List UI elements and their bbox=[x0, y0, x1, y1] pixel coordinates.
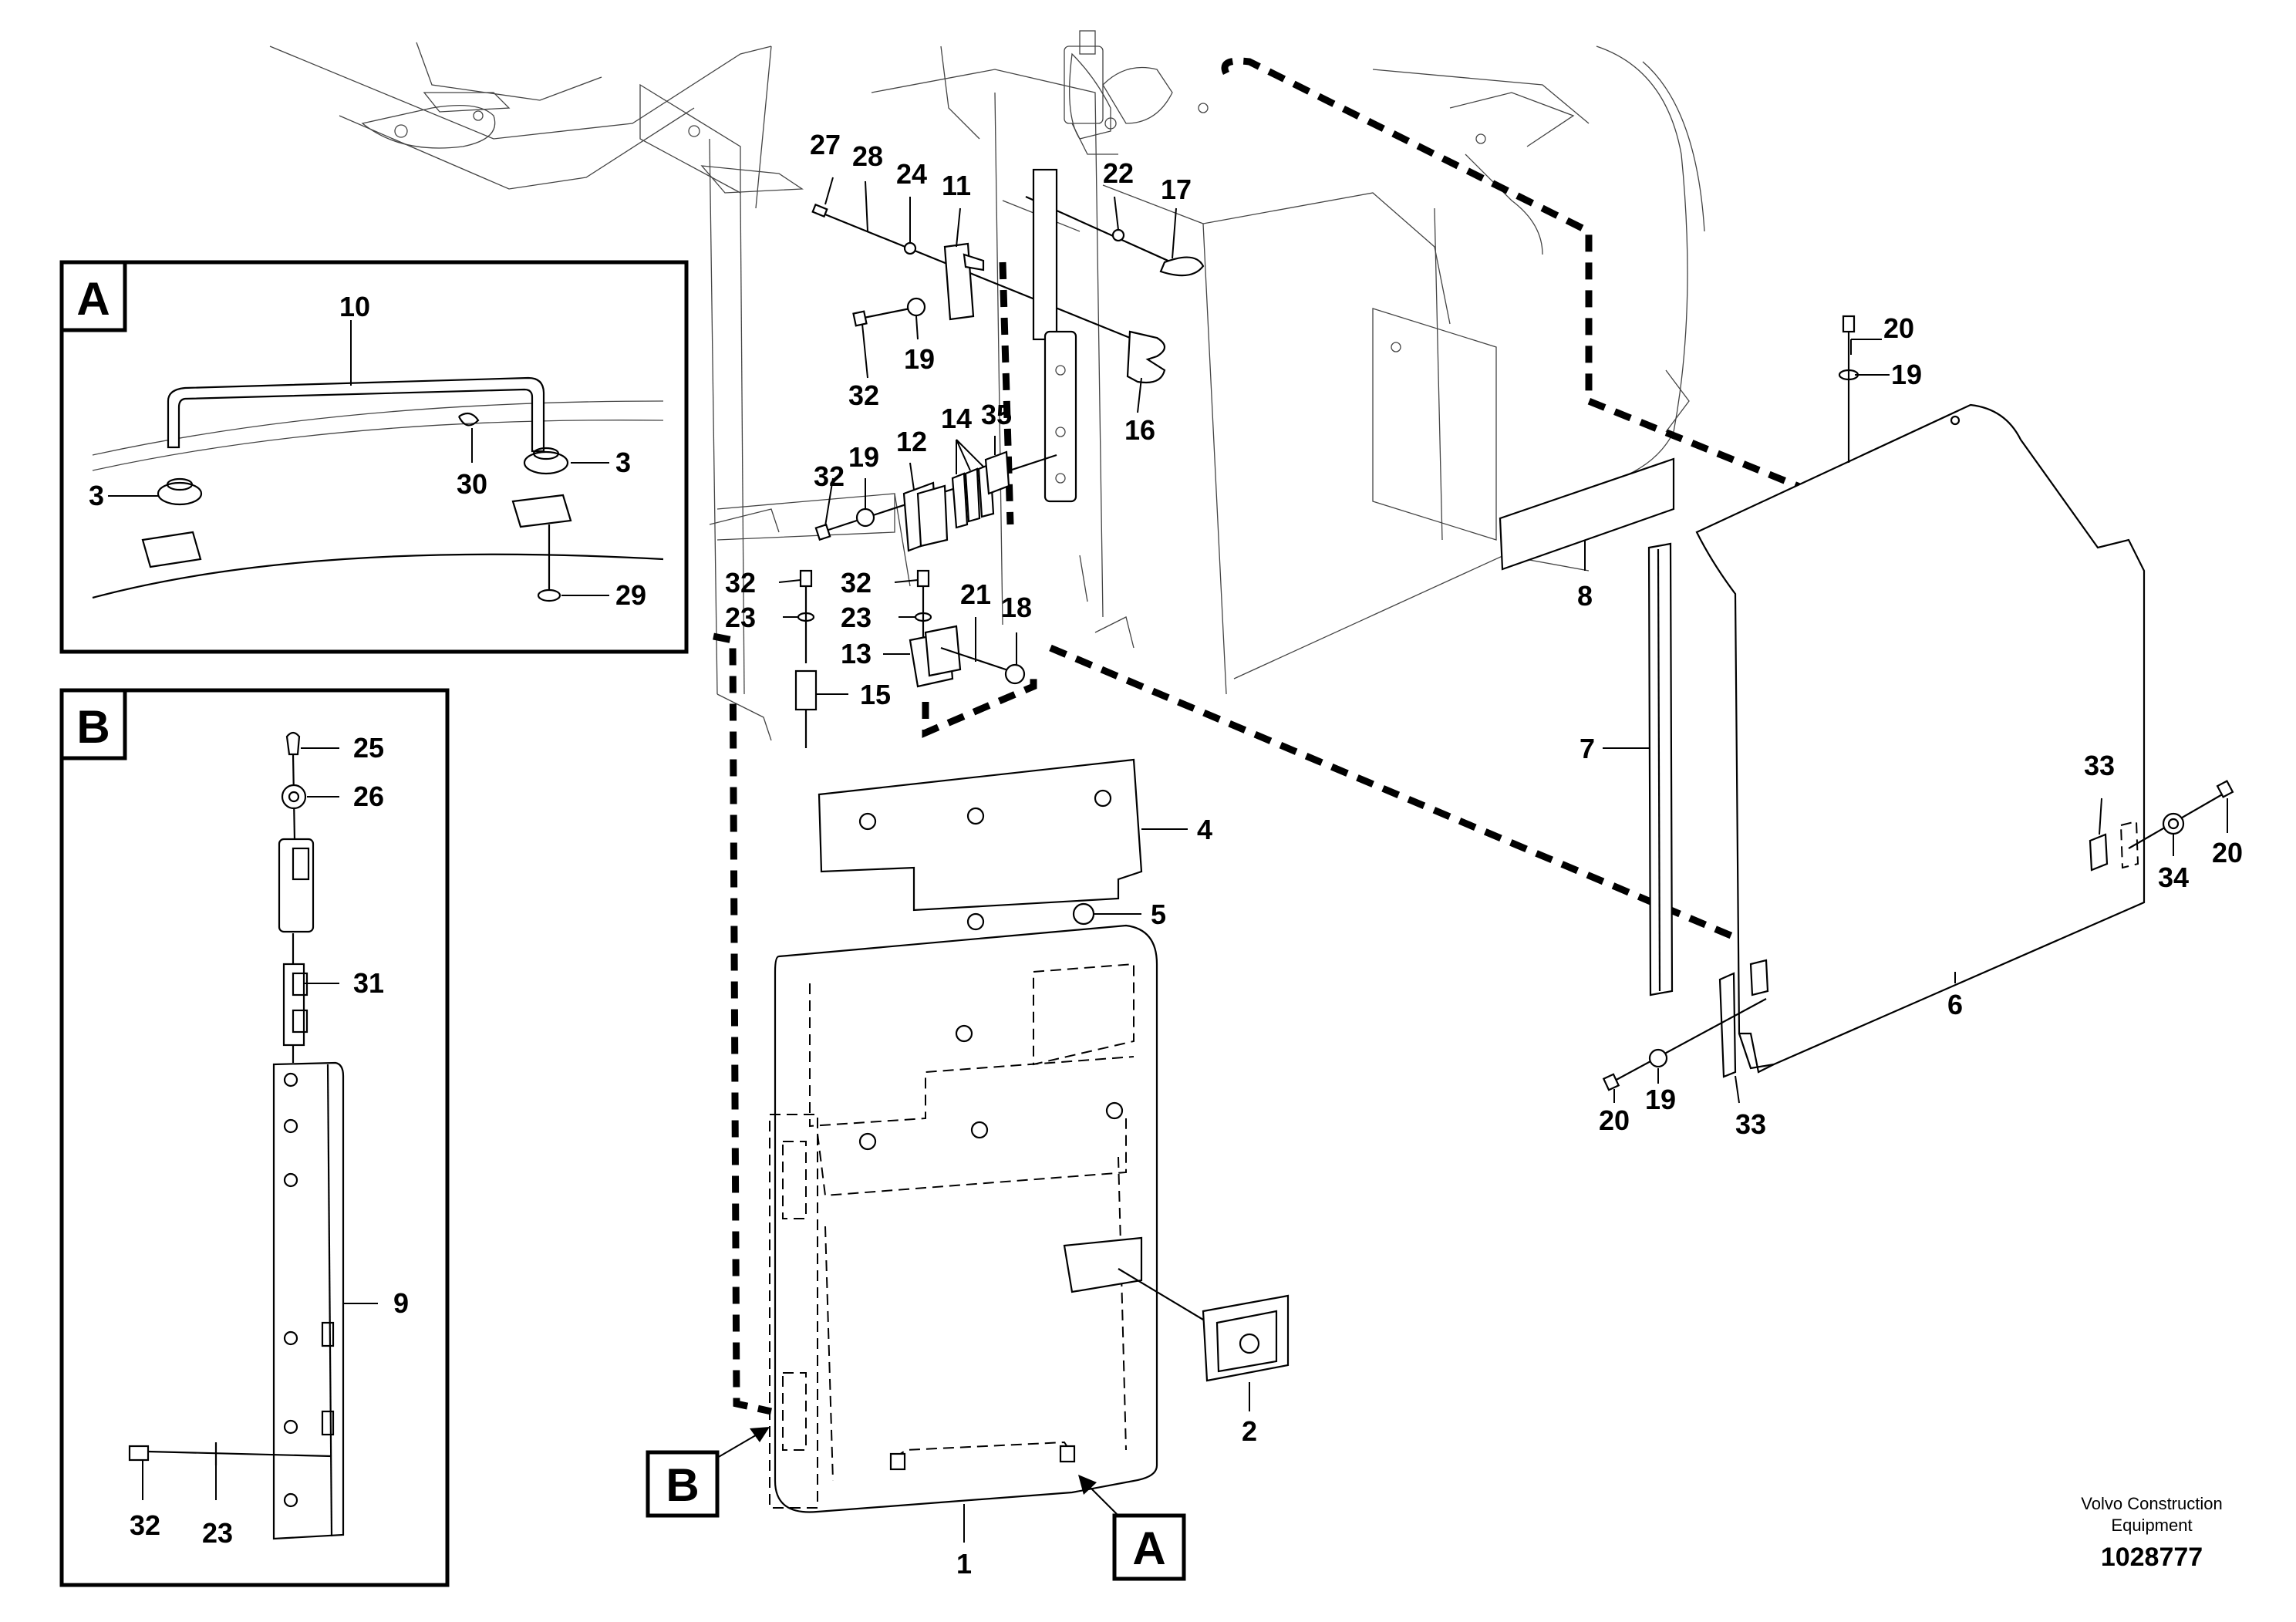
part-label-27: 27 bbox=[810, 129, 841, 160]
part-label-3-right: 3 bbox=[615, 447, 631, 478]
upper-hardware-cluster bbox=[794, 168, 1205, 748]
part-label-19-lower: 19 bbox=[1645, 1084, 1676, 1115]
part-label-23-right: 23 bbox=[841, 602, 872, 633]
part-label-20-right: 20 bbox=[2212, 837, 2243, 868]
part-label-33-lower: 33 bbox=[1735, 1108, 1766, 1140]
part-label-5: 5 bbox=[1151, 899, 1166, 930]
part-label-16: 16 bbox=[1124, 414, 1155, 446]
part-7-seal-strip bbox=[1647, 542, 1674, 996]
company-line-1: Volvo Construction bbox=[2081, 1494, 2222, 1513]
part-label-32-left: 32 bbox=[725, 567, 756, 599]
hardware-panel-6-right bbox=[2128, 780, 2234, 849]
inset-b-letter: B bbox=[76, 701, 110, 753]
part-labels: 27 28 24 11 22 17 19 32 16 19 32 12 14 3… bbox=[89, 129, 2243, 1580]
company-line-2: Equipment bbox=[2111, 1516, 2192, 1535]
part-label-12: 12 bbox=[896, 426, 927, 457]
part-label-26: 26 bbox=[353, 781, 384, 812]
callout-b: B bbox=[646, 1427, 770, 1518]
part-label-2: 2 bbox=[1242, 1415, 1257, 1447]
part-label-18: 18 bbox=[1001, 592, 1032, 623]
hardware-panel-6-top bbox=[1838, 315, 1859, 463]
part-label-25: 25 bbox=[353, 732, 384, 764]
part-label-11: 11 bbox=[942, 170, 971, 201]
inset-a-letter: A bbox=[76, 273, 110, 325]
part-label-17: 17 bbox=[1161, 174, 1192, 205]
part-label-32-upper: 32 bbox=[848, 379, 879, 411]
part-label-7: 7 bbox=[1580, 733, 1595, 764]
part-label-31: 31 bbox=[353, 967, 384, 999]
part-label-13: 13 bbox=[841, 638, 872, 669]
part-8-plate bbox=[1499, 457, 1675, 571]
footer-block: Volvo Construction Equipment 1028777 bbox=[2081, 1494, 2222, 1572]
part-label-24: 24 bbox=[896, 158, 927, 190]
part-2-lock-plate bbox=[1118, 1268, 1290, 1382]
part-label-19-top: 19 bbox=[1891, 359, 1922, 390]
part-label-20-lower: 20 bbox=[1599, 1104, 1630, 1136]
part-label-22: 22 bbox=[1103, 157, 1134, 189]
part-label-29: 29 bbox=[615, 579, 646, 611]
assembly-guide-lines bbox=[713, 57, 1837, 1415]
inset-b: B bbox=[59, 688, 450, 1587]
inset-a: A bbox=[59, 260, 689, 654]
drawing-number: 1028777 bbox=[2101, 1543, 2203, 1572]
machine-frame-background bbox=[269, 30, 1705, 741]
callout-b-letter: B bbox=[666, 1459, 699, 1511]
part-label-6: 6 bbox=[1947, 989, 1963, 1020]
part-label-4: 4 bbox=[1197, 814, 1212, 845]
callout-a-letter: A bbox=[1132, 1523, 1165, 1574]
part-label-19-mid: 19 bbox=[848, 441, 879, 473]
part-label-15: 15 bbox=[860, 679, 891, 710]
part-label-30: 30 bbox=[457, 468, 487, 500]
part-label-33-right: 33 bbox=[2084, 750, 2115, 781]
part-label-20-top: 20 bbox=[1883, 312, 1914, 344]
part-label-32-right: 32 bbox=[841, 567, 872, 599]
panel-4-upper bbox=[818, 758, 1143, 931]
part-label-32-inset: 32 bbox=[130, 1509, 160, 1541]
part-label-35: 35 bbox=[981, 399, 1012, 430]
part-label-10: 10 bbox=[339, 291, 370, 322]
leader-lines bbox=[108, 177, 2228, 1543]
part-label-3-left: 3 bbox=[89, 480, 104, 511]
part-label-19-upper: 19 bbox=[904, 343, 935, 375]
part-label-28: 28 bbox=[852, 140, 883, 172]
part-label-1: 1 bbox=[956, 1548, 972, 1580]
part-label-34: 34 bbox=[2158, 862, 2189, 893]
panel-6-right bbox=[1695, 403, 2146, 1078]
hardware-panel-6-lower-left bbox=[1602, 998, 1767, 1091]
callout-a: A bbox=[1078, 1475, 1186, 1581]
part-label-8: 8 bbox=[1577, 580, 1593, 612]
part-label-23-inset: 23 bbox=[202, 1517, 233, 1549]
part-label-32-mid: 32 bbox=[814, 460, 845, 492]
part-label-9: 9 bbox=[393, 1287, 409, 1319]
part-label-23-left: 23 bbox=[725, 602, 756, 633]
panel-1-main bbox=[769, 924, 1158, 1513]
part-label-14: 14 bbox=[941, 403, 972, 434]
part-label-21: 21 bbox=[960, 578, 991, 610]
